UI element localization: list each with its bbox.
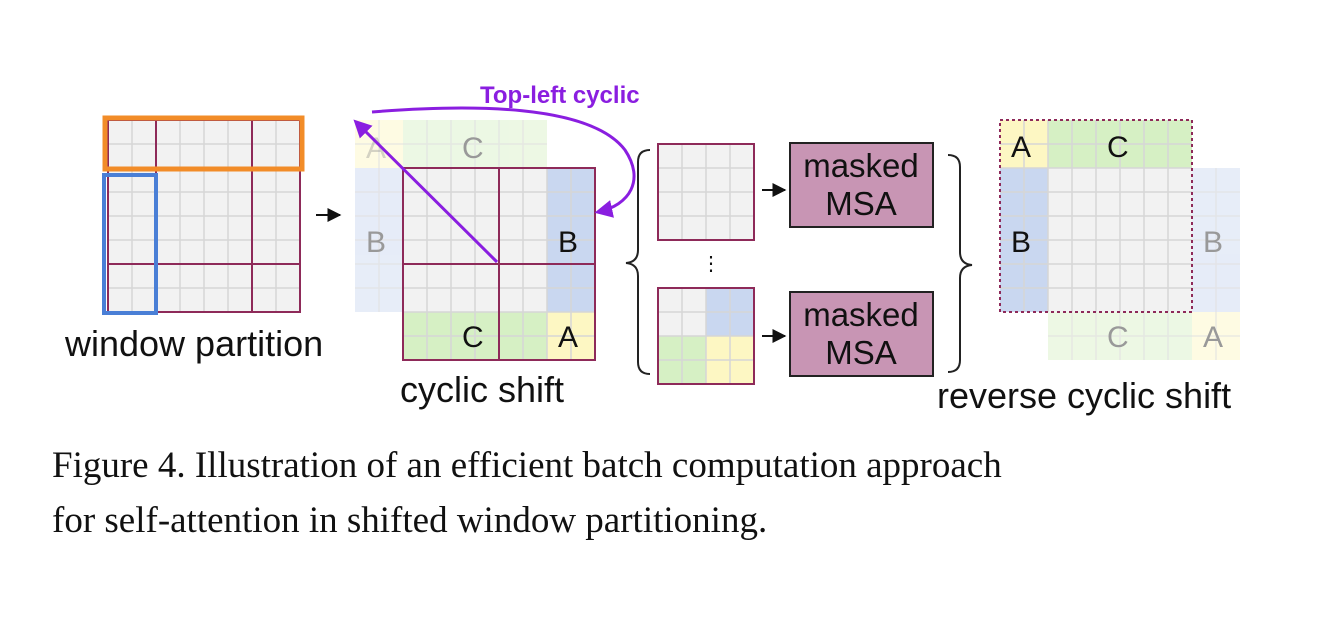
- cyclic-shift-panel: A C B B C A cyclic shift: [355, 120, 596, 410]
- reverse-cyclic-shift-panel: B C A A C B reverse cyclic shift: [937, 119, 1240, 416]
- ghost-a-corner-label: A: [1203, 321, 1223, 354]
- top-left-cyclic-label: Top-left cyclic: [480, 82, 640, 109]
- restored-a-label: A: [1011, 131, 1031, 164]
- ghost-b-right-label: B: [1203, 226, 1223, 259]
- masked-msa-label-top-2: MSA: [825, 185, 897, 222]
- window-partition-label: window partition: [64, 323, 323, 364]
- masked-msa-label-bottom: masked: [803, 296, 919, 333]
- masked-msa-label-top: masked: [803, 147, 919, 184]
- reverse-cyclic-shift-label: reverse cyclic shift: [937, 375, 1231, 416]
- ghost-region-c-label: C: [462, 132, 484, 165]
- caption-line-1: Figure 4. Illustration of an efficient b…: [52, 445, 1002, 486]
- ghost-c-bottom-label: C: [1107, 321, 1129, 354]
- restored-b-label: B: [1011, 226, 1031, 259]
- cyclic-shift-label: cyclic shift: [400, 369, 564, 410]
- blue-highlight-box: [102, 173, 158, 315]
- diagonal-shift-arrow: [353, 119, 499, 264]
- curved-shift-arrow: [371, 106, 636, 218]
- region-a-label: A: [558, 321, 578, 354]
- region-c-label: C: [462, 321, 484, 354]
- left-brace: [625, 149, 651, 375]
- restored-grid-border: [999, 119, 1193, 313]
- ghost-region-a-label: A: [366, 132, 386, 165]
- masked-msa-block-top: masked MSA: [789, 142, 934, 228]
- region-b-label: B: [558, 226, 578, 259]
- ghost-region-b-label: B: [366, 226, 386, 259]
- right-brace: [947, 154, 973, 373]
- masked-msa-block-bottom: masked MSA: [789, 291, 934, 377]
- batch-window-bottom: [657, 287, 755, 385]
- batch-window-top: [657, 143, 755, 241]
- orange-highlight-box: [102, 115, 305, 172]
- vertical-ellipsis: ⋮: [701, 253, 721, 275]
- masked-msa-label-bottom-2: MSA: [825, 334, 897, 371]
- restored-c-label: C: [1107, 131, 1129, 164]
- top-left-cyclic-arrows: Top-left cyclic: [353, 82, 640, 264]
- window-partition-panel: window partition: [64, 115, 323, 364]
- caption-line-2: for self-attention in shifted window par…: [52, 500, 768, 541]
